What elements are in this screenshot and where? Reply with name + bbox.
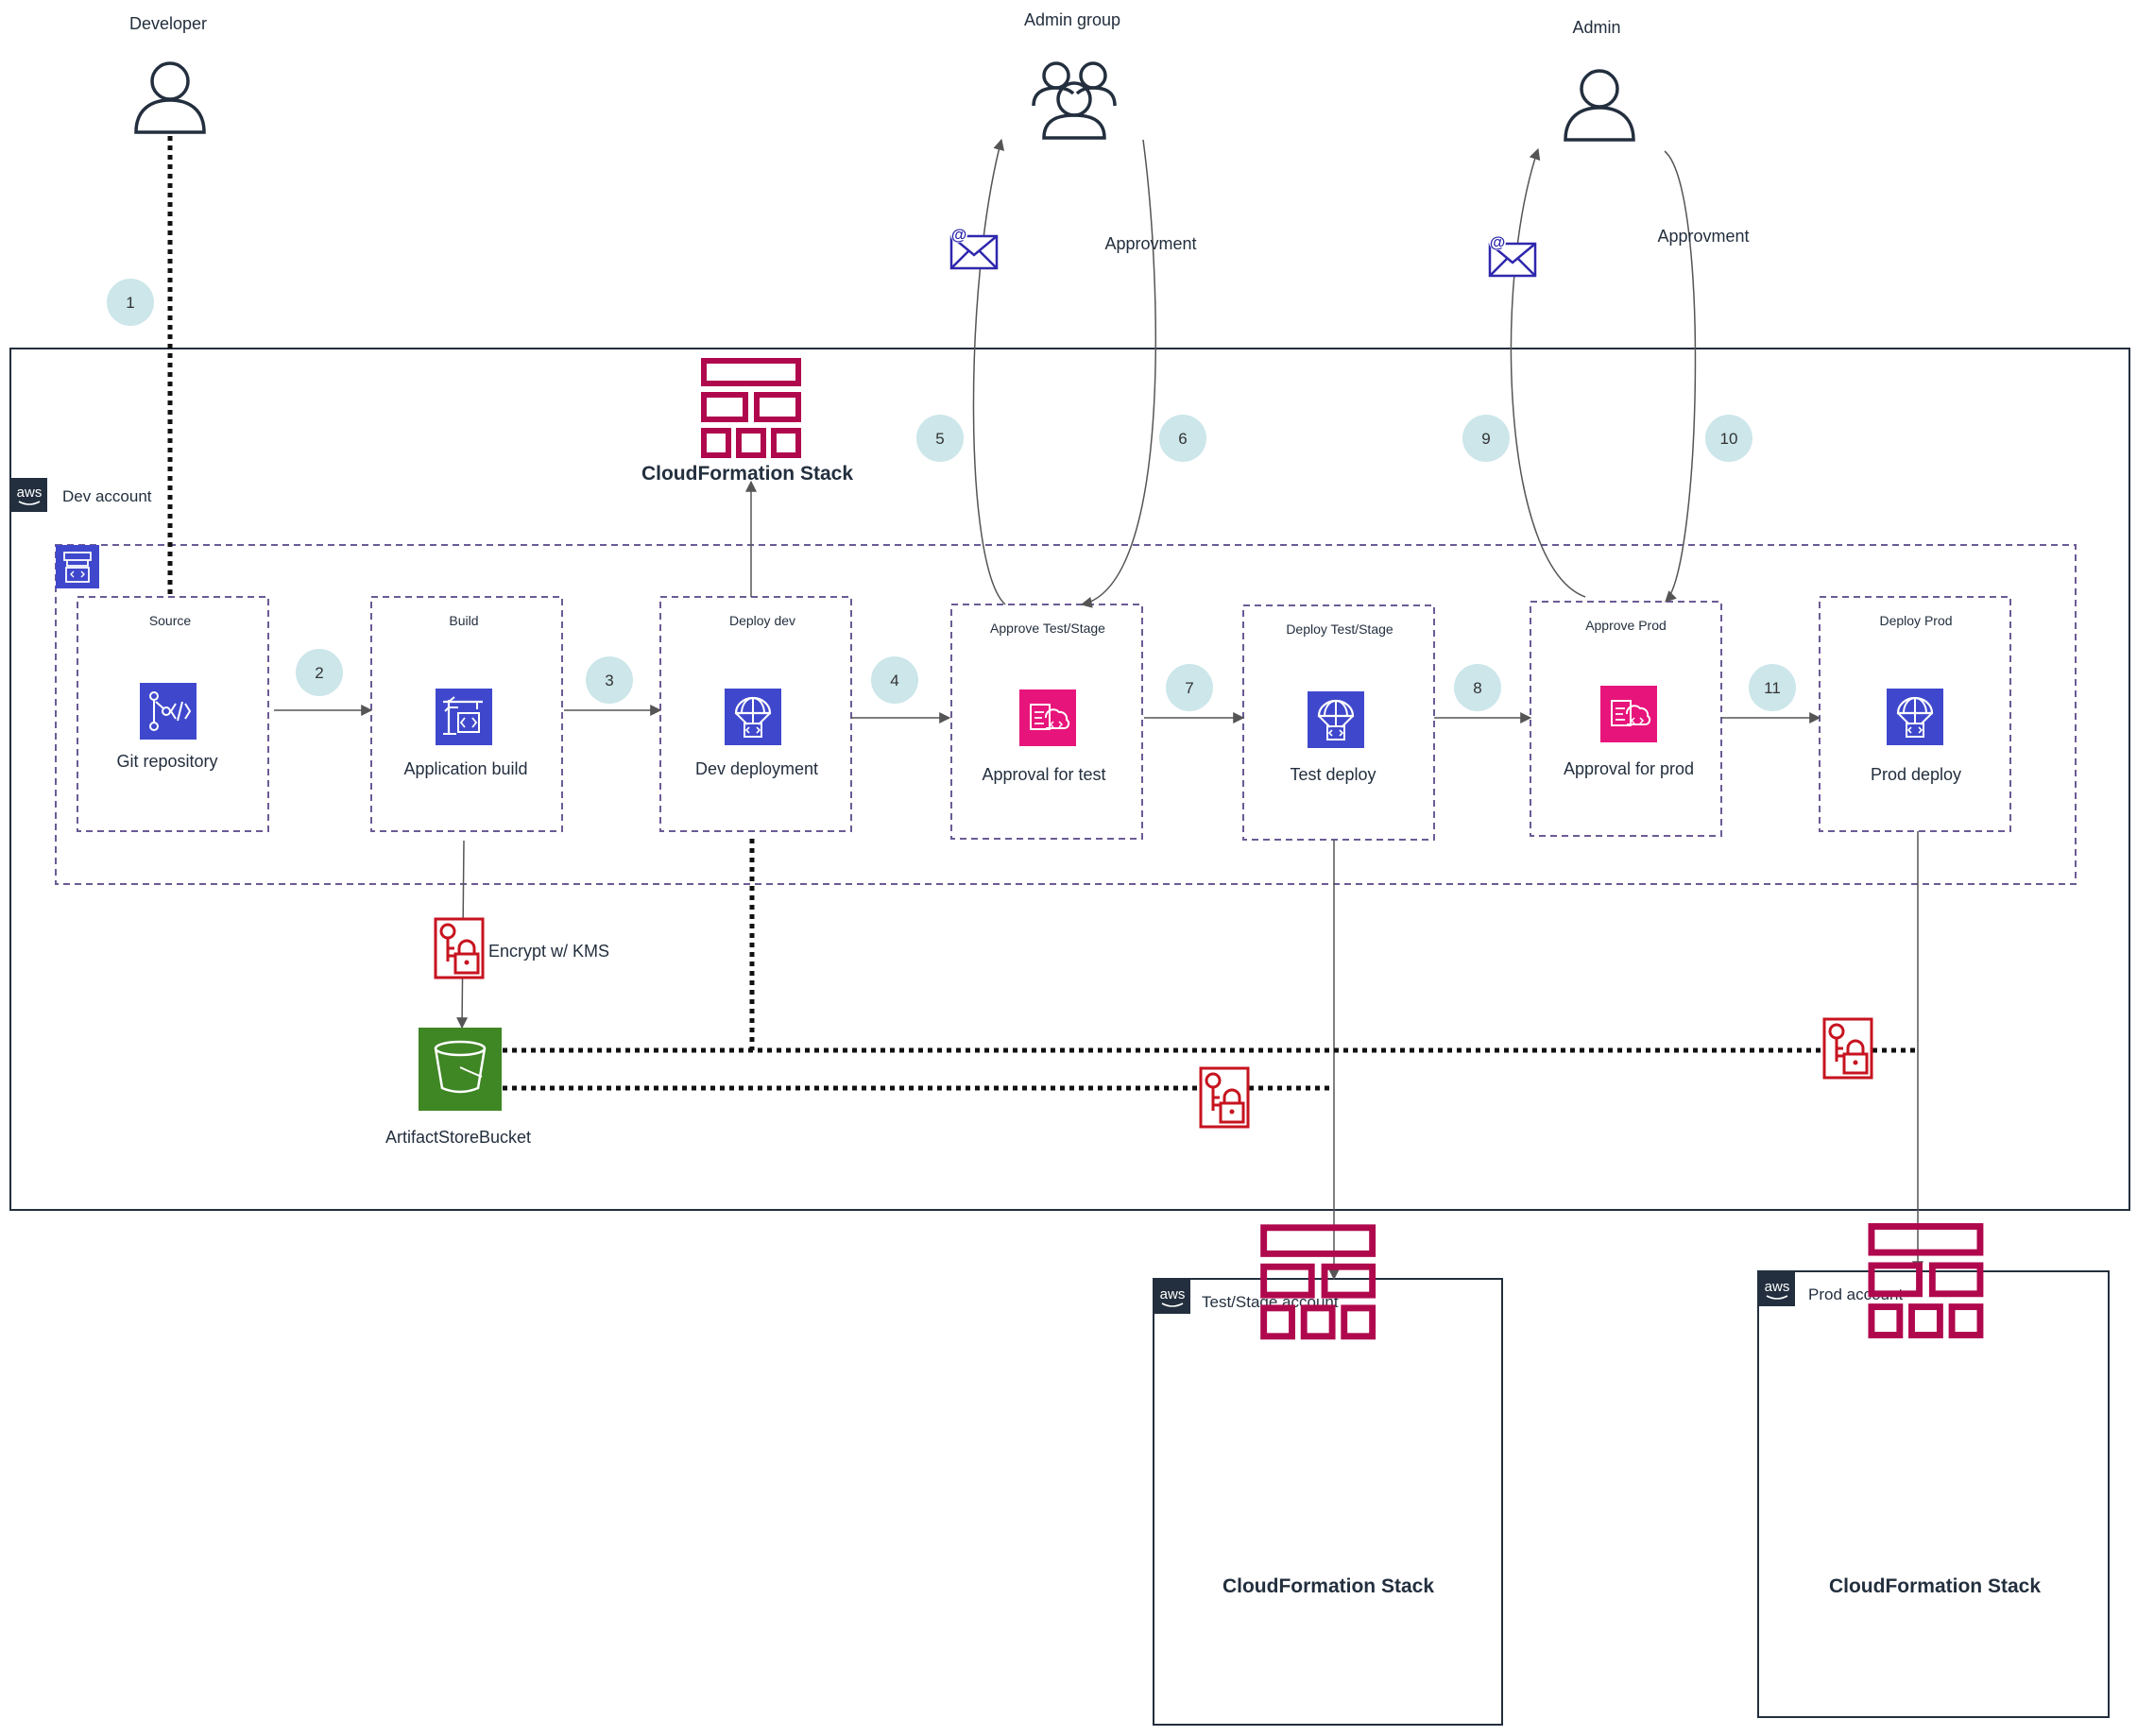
step-7: 7 xyxy=(1166,664,1213,711)
stage-title: Deploy Test/Stage xyxy=(1286,621,1393,637)
stage-label: Git repository xyxy=(116,752,217,771)
test-account-boundary xyxy=(1153,1278,1503,1726)
stage-approve-test[interactable]: Approve Test/Stage Approval for test xyxy=(950,604,1143,840)
kms-key-icon xyxy=(1199,1066,1250,1129)
step-4: 4 xyxy=(871,656,918,704)
approval-icon xyxy=(1599,685,1658,743)
svg-text:5: 5 xyxy=(935,430,944,448)
stage-title: Build xyxy=(449,613,478,628)
svg-text:9: 9 xyxy=(1481,430,1490,448)
step-11: 11 xyxy=(1749,664,1796,711)
aws-logo-icon xyxy=(1154,1279,1191,1315)
s3-bucket-icon xyxy=(419,1028,502,1111)
admin-label: Admin xyxy=(1572,18,1620,37)
stage-deploy-dev[interactable]: Deploy dev Dev deployment xyxy=(659,596,852,832)
cloudformation-stack-label: CloudFormation Stack xyxy=(1222,1575,1434,1597)
aws-logo-icon xyxy=(10,477,48,513)
dev-account-label: Dev account xyxy=(62,487,152,505)
svg-text:4: 4 xyxy=(890,672,898,689)
step-markers: 1 2 3 4 5 6 7 8 9 10 11 xyxy=(107,279,1796,711)
step-2: 2 xyxy=(296,649,343,696)
admin-group-label: Admin group xyxy=(1024,10,1120,29)
prod-account-label: Prod account xyxy=(1808,1285,1903,1303)
stage-label: Approval for test xyxy=(982,765,1105,784)
approval-label: Approvment xyxy=(1657,227,1749,246)
stage-title: Deploy Prod xyxy=(1879,613,1952,628)
pipeline-group xyxy=(55,544,2077,885)
cloudformation-stack-icon xyxy=(704,361,798,455)
svg-text:7: 7 xyxy=(1185,679,1193,697)
kms-key-icon xyxy=(434,917,485,979)
svg-text:2: 2 xyxy=(315,664,323,682)
developer-label: Developer xyxy=(129,14,207,33)
cloudformation-stack-label: CloudFormation Stack xyxy=(1829,1575,2041,1597)
step-8: 8 xyxy=(1454,664,1501,711)
dev-account-boundary xyxy=(9,348,2130,1211)
codepipeline-icon xyxy=(56,545,99,588)
codedeploy-icon xyxy=(1306,689,1366,750)
stage-deploy-prod[interactable]: Deploy Prod Prod deploy xyxy=(1819,596,2011,832)
developer-user-icon xyxy=(134,61,206,134)
svg-text:10: 10 xyxy=(1720,430,1738,448)
step-6: 6 xyxy=(1159,415,1206,462)
stage-title: Deploy dev xyxy=(729,613,795,628)
email-icon xyxy=(1487,231,1537,278)
git-repository-icon xyxy=(139,682,197,740)
stage-label: Prod deploy xyxy=(1871,765,1961,784)
approval-label: Approvment xyxy=(1104,234,1196,253)
bucket-label: ArtifactStoreBucket xyxy=(385,1128,531,1147)
cloudformation-stack-icon xyxy=(1264,1228,1373,1336)
admin-group-users-icon xyxy=(1032,61,1117,140)
codedeploy-icon xyxy=(1885,687,1945,747)
email-icon xyxy=(949,224,999,270)
admin-user-icon xyxy=(1564,69,1635,142)
stage-deploy-test[interactable]: Deploy Test/Stage Test deploy xyxy=(1242,604,1435,841)
step-9: 9 xyxy=(1462,415,1510,462)
stage-title: Approve Prod xyxy=(1585,618,1667,633)
stage-label: Dev deployment xyxy=(695,759,818,778)
step-1: 1 xyxy=(107,279,154,326)
svg-text:1: 1 xyxy=(126,294,134,312)
aws-logo-icon xyxy=(1758,1271,1796,1307)
step-10: 10 xyxy=(1705,415,1752,462)
step-5: 5 xyxy=(916,415,964,462)
step-3: 3 xyxy=(586,656,633,704)
kms-label: Encrypt w/ KMS xyxy=(488,942,609,961)
kms-key-icon xyxy=(1822,1017,1873,1080)
svg-text:8: 8 xyxy=(1473,679,1481,697)
stage-label: Approval for prod xyxy=(1564,759,1694,778)
stage-connectors xyxy=(274,138,1923,1281)
codedeploy-icon xyxy=(723,687,783,747)
artifact-flows xyxy=(167,136,1916,1091)
svg-text:6: 6 xyxy=(1178,430,1187,448)
stage-approve-prod[interactable]: Approve Prod Approval for prod xyxy=(1530,601,1722,837)
cloudformation-stack-icon xyxy=(1872,1227,1980,1336)
stage-title: Approve Test/Stage xyxy=(990,621,1105,636)
approval-icon xyxy=(1018,689,1077,747)
cloudformation-stack-label: CloudFormation Stack xyxy=(641,463,853,485)
stage-label: Application build xyxy=(403,759,527,778)
codebuild-icon xyxy=(434,687,494,747)
stage-label: Test deploy xyxy=(1290,765,1376,784)
svg-text:11: 11 xyxy=(1764,679,1781,697)
svg-text:3: 3 xyxy=(605,672,613,689)
stage-source[interactable]: Source Git repository xyxy=(77,596,269,832)
stage-build[interactable]: Build Application build xyxy=(370,596,563,832)
stage-title: Source xyxy=(149,613,192,628)
